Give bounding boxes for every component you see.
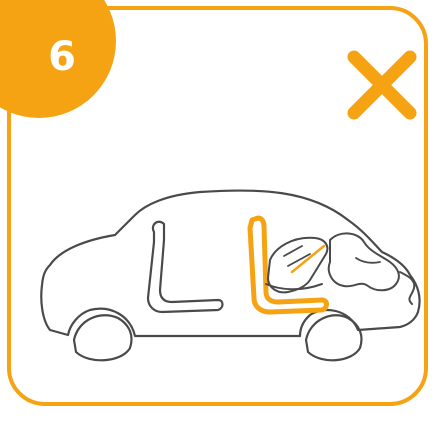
front-wheel [74, 315, 132, 360]
rear-wheel [306, 315, 362, 360]
rear-seat [148, 222, 223, 312]
car-body [41, 190, 419, 336]
step-number: 6 [37, 28, 87, 86]
step-badge: 6 [0, 0, 118, 118]
steering-detail [356, 258, 380, 263]
cross-icon [342, 45, 422, 125]
car-illustration [30, 180, 425, 370]
child-seat-detail [284, 246, 310, 266]
